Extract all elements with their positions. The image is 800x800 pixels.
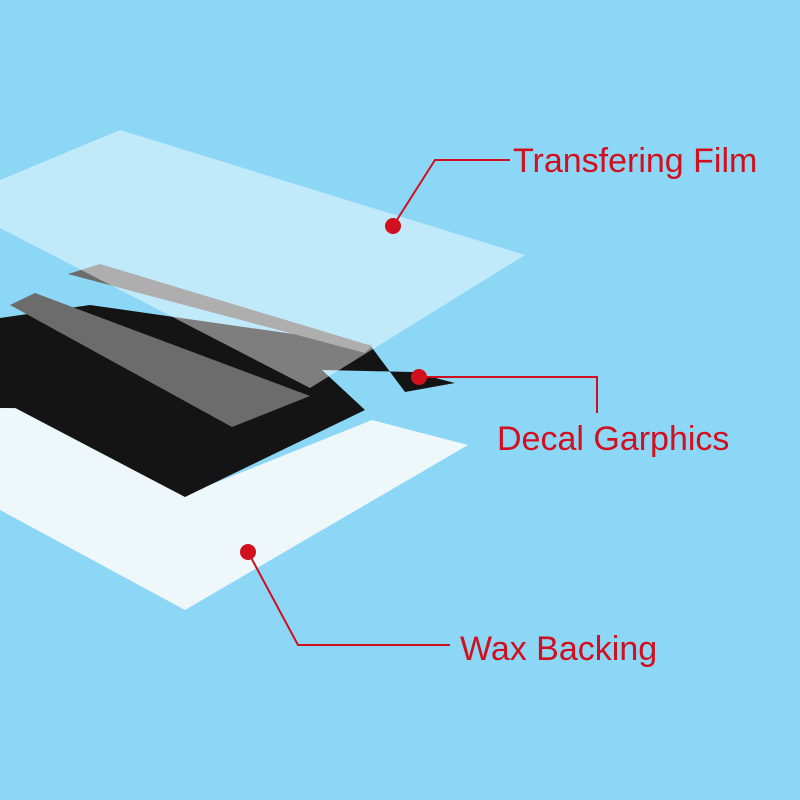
transfer-film-callout-line <box>392 159 510 227</box>
wax-backing-callout-line <box>247 551 450 646</box>
decal-gray-stripe-upper <box>68 264 372 353</box>
transfer-film-marker <box>385 218 401 234</box>
wax-backing-sheet <box>0 400 468 610</box>
transfer-film-label: Transfering Film <box>513 142 757 180</box>
transfer-film-sheet <box>0 130 525 388</box>
decal-gray-stripe-lower <box>10 293 310 427</box>
decal-graphics-label: Decal Garphics <box>497 420 729 458</box>
decal-graphics-marker <box>411 369 427 385</box>
wax-backing-marker <box>240 544 256 560</box>
decal-graphics-callout-line <box>419 376 598 413</box>
wax-backing-label: Wax Backing <box>460 630 657 668</box>
